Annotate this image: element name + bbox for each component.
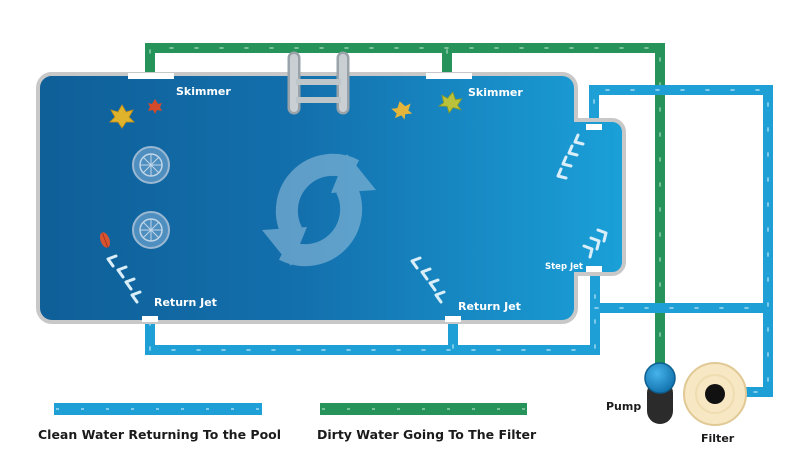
flow-chevron-icon — [106, 133, 608, 304]
skimmer-right-label: Skimmer — [468, 86, 523, 99]
legend-clean-swatch — [54, 403, 262, 415]
recycle-arrows-icon — [262, 153, 376, 267]
legend-dirty-label: Dirty Water Going To The Filter — [317, 427, 537, 442]
step-jet-label: Step Jet — [545, 262, 583, 272]
leaf-icon — [148, 99, 162, 114]
drain-icon — [132, 211, 170, 249]
legend-clean-label: Clean Water Returning To the Pool — [38, 427, 282, 442]
leaf-icon — [99, 232, 111, 248]
return-jet-left-label: Return Jet — [154, 296, 217, 309]
pump — [644, 362, 676, 424]
leaf-icon — [109, 104, 135, 129]
step-jet-fitting — [586, 266, 602, 272]
pool: Skimmer Skimmer Return Jet Return Jet St… — [35, 51, 626, 324]
drain-icon — [132, 146, 170, 184]
pool-ladder-icon — [287, 51, 350, 115]
filter — [683, 362, 747, 426]
skimmer-left-label: Skimmer — [176, 85, 231, 98]
leaf-icon — [391, 101, 413, 120]
pump-label: Pump — [606, 400, 641, 413]
clean-water-pipes — [145, 85, 773, 397]
skimmer-opening — [128, 73, 174, 79]
step-jet-fitting — [586, 124, 602, 130]
skimmer-opening — [426, 73, 472, 79]
filter-label: Filter — [701, 432, 735, 445]
return-jet-fitting — [142, 316, 158, 322]
legend-dirty-swatch — [320, 403, 527, 415]
leaf-icon — [437, 91, 463, 114]
return-jet-right-label: Return Jet — [458, 300, 521, 313]
return-jet-fitting — [445, 316, 461, 322]
